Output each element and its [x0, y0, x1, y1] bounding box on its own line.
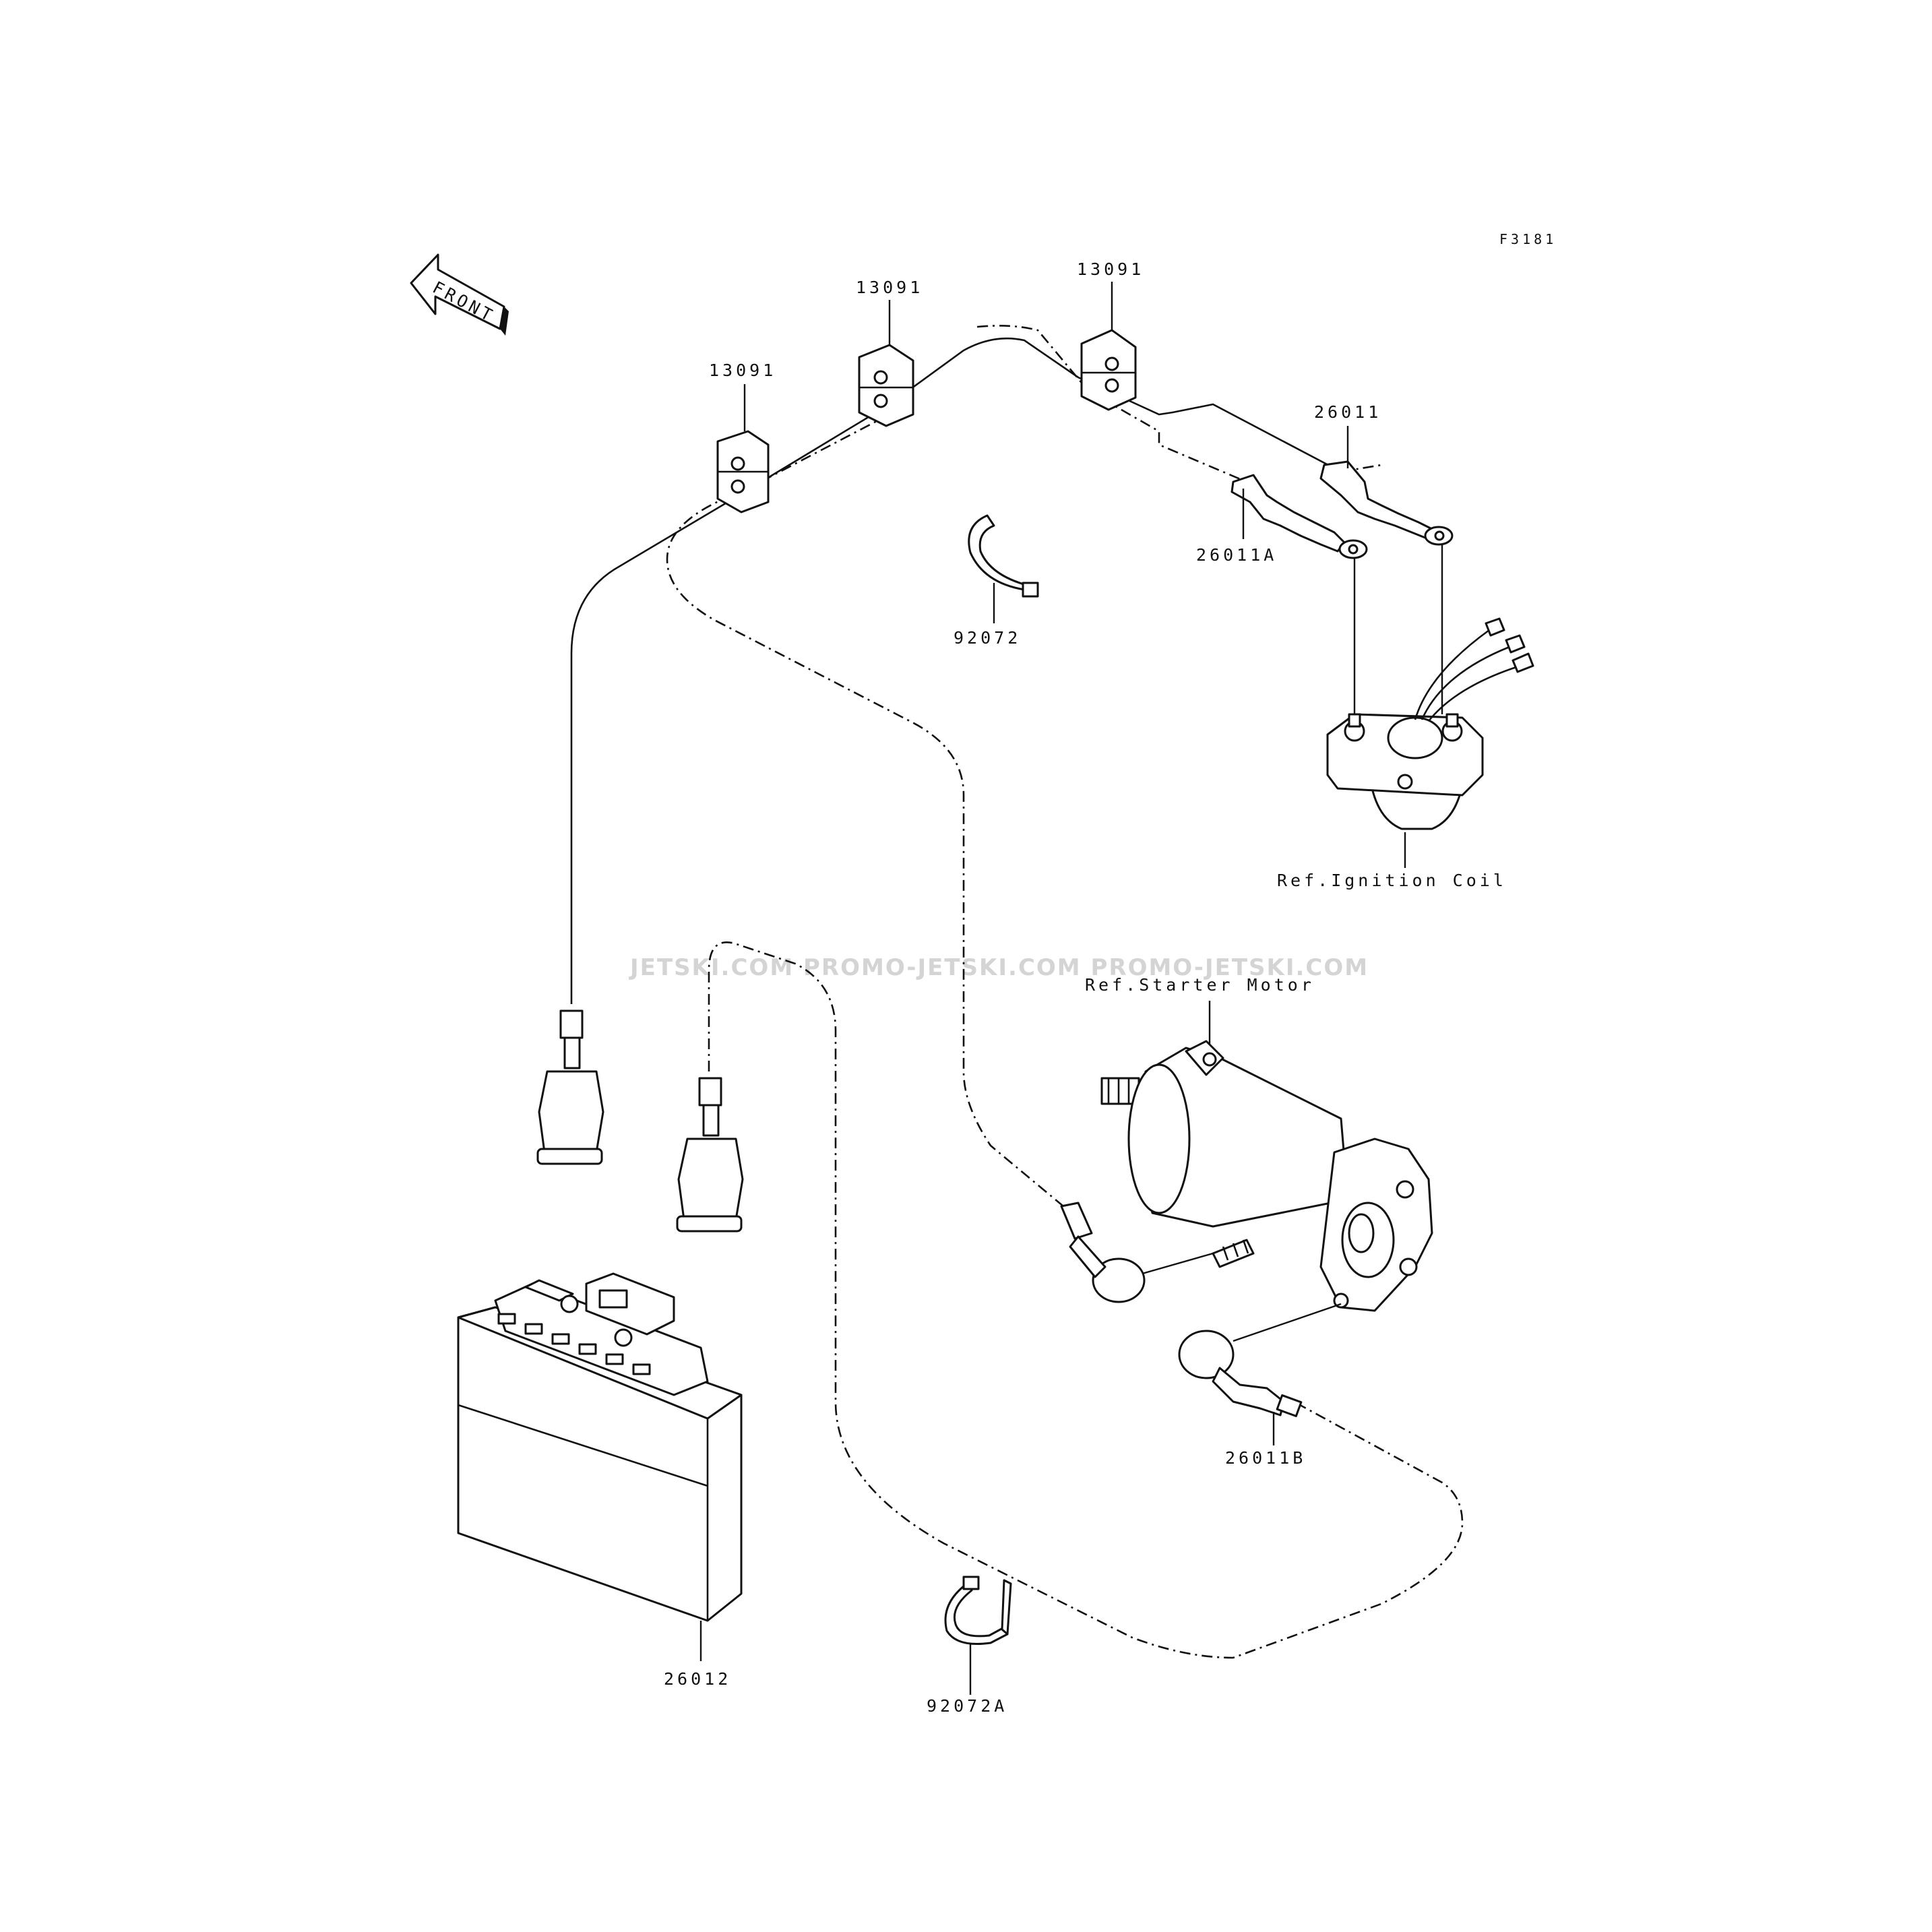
clamp-13091-c	[1080, 282, 1137, 411]
band-92072	[968, 514, 1039, 623]
harness-lower-cable	[708, 941, 1464, 1659]
cable-26011b	[1178, 1303, 1342, 1445]
clamp-13091-b	[858, 300, 914, 427]
front-arrow-icon: FRONT	[410, 253, 509, 336]
harness-dashed-cable	[666, 325, 1382, 1214]
clamp-13091-a-label: 13091	[709, 361, 776, 380]
clamp-13091-c-label: 13091	[1077, 259, 1144, 279]
starter-motor-ref-label: Ref.Starter Motor	[1085, 975, 1315, 995]
clamp-13091-b-label: 13091	[856, 278, 923, 297]
cable-26011b-label: 26011B	[1225, 1448, 1306, 1468]
figure-id: F3181	[1499, 231, 1557, 247]
battery-26012	[457, 1272, 743, 1661]
watermark: JETSKI.COM PROMO-JETSKI.COM PROMO-JETSKI…	[629, 954, 1369, 981]
ignition-coil-ref-label: Ref.Ignition Coil	[1277, 871, 1507, 890]
cable-26011a-label: 26011A	[1196, 545, 1277, 565]
harness-solid-cable	[570, 337, 1342, 1004]
clamp-13091-a	[716, 384, 770, 513]
battery-lead-right	[676, 1077, 744, 1233]
band-92072-label: 92072	[954, 628, 1021, 648]
starter-motor	[1060, 1001, 1433, 1312]
band-92072a-label: 92072A	[927, 1696, 1007, 1716]
cable-26011a	[1230, 474, 1368, 714]
battery-lead-left	[536, 1009, 604, 1165]
cable-26011-label: 26011	[1314, 402, 1381, 422]
ignition-coil	[1326, 617, 1534, 868]
battery-26012-label: 26012	[664, 1669, 731, 1689]
band-92072a	[944, 1576, 1012, 1695]
cable-26011	[1319, 426, 1454, 714]
